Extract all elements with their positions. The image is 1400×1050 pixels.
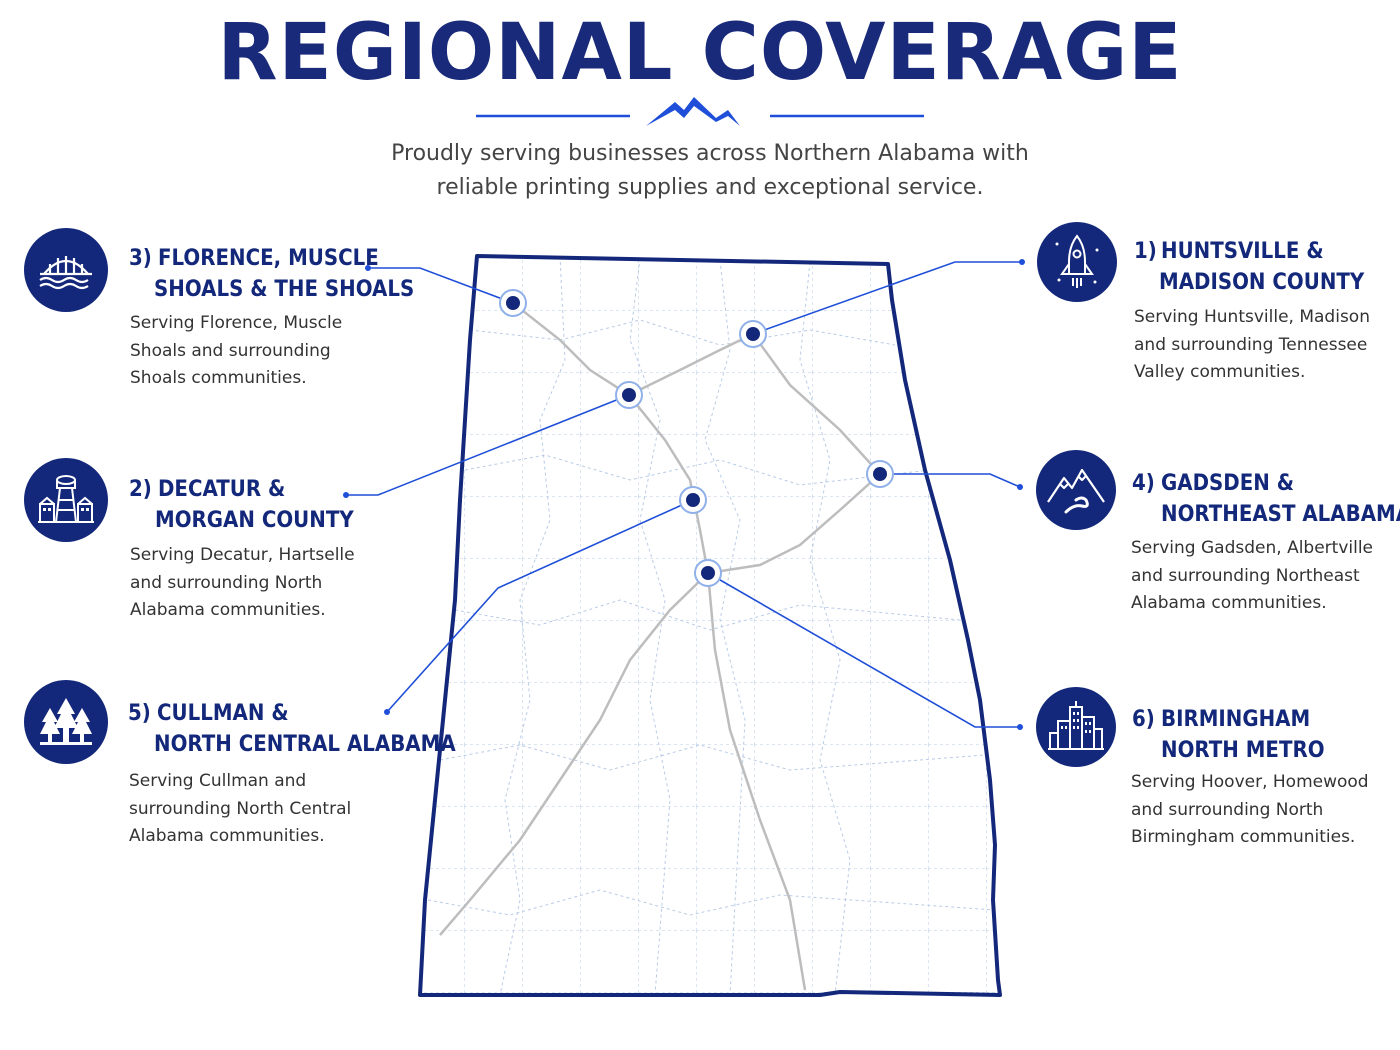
connector-decatur: [346, 394, 630, 496]
connector-huntsville: [752, 261, 1022, 335]
region-description: Serving Florence, Muscle Shoals and surr…: [130, 313, 343, 388]
pine-trees-icon: [40, 698, 92, 745]
region-badge: [24, 458, 108, 542]
region-badge: [24, 228, 108, 312]
region-description: Serving Hoover, Homewood and surrounding…: [1131, 772, 1369, 847]
marker-huntsville: [739, 320, 767, 348]
region-description: Serving Cullman and surrounding North Ce…: [129, 771, 352, 846]
region-number: 5): [128, 701, 151, 726]
region-name-line1: GADSDEN &: [1161, 471, 1294, 496]
connector-birmingham: [707, 572, 1020, 728]
rocket-icon: [1055, 234, 1099, 288]
region-name-line1: HUNTSVILLE &: [1161, 239, 1324, 264]
connector-lines: [346, 261, 1022, 728]
bridge-icon: [39, 256, 92, 290]
marker-florence: [499, 289, 527, 317]
region-badge: [1036, 687, 1116, 767]
state-border: [418, 254, 1002, 997]
region-name-line2: SHOALS & THE SHOALS: [154, 277, 415, 302]
region-name-line2: NORTH CENTRAL ALABAMA: [154, 732, 456, 757]
region-name-line1: DECATUR &: [158, 477, 286, 502]
marker-gadsden: [866, 460, 894, 488]
connector-gadsden: [880, 473, 1021, 488]
region-name-line2: NORTH METRO: [1161, 738, 1325, 763]
region-number: 4): [1132, 471, 1155, 496]
state-interior: [420, 256, 1000, 995]
connector-cullman: [386, 499, 694, 713]
region-name-line2: MADISON COUNTY: [1159, 270, 1365, 295]
region-name-line1: BIRMINGHAM: [1161, 707, 1311, 732]
region-name-line1: FLORENCE, MUSCLE: [158, 246, 379, 271]
connector-florence: [368, 267, 514, 304]
highways: [439, 302, 881, 991]
region-badge: [1036, 450, 1116, 530]
region-number: 2): [129, 477, 152, 502]
region-badge: [24, 680, 108, 764]
region-description: Serving Decatur, Hartselle and surroundi…: [130, 545, 355, 620]
region-number: 1): [1134, 239, 1157, 264]
city-skyline-icon: [1048, 701, 1104, 750]
region-badge: [1037, 222, 1117, 302]
connector-end-dots: [343, 259, 1025, 730]
region-description: Serving Huntsville, Madison and surround…: [1134, 307, 1370, 382]
region-number: 6): [1132, 707, 1155, 732]
mountain-river-icon: [1047, 468, 1105, 514]
region-name-line1: CULLMAN &: [157, 701, 289, 726]
mountain-divider-icon: [476, 97, 924, 126]
marker-cullman: [679, 486, 707, 514]
region-description: Serving Gadsden, Albertville and surroun…: [1131, 538, 1374, 613]
page-title: REGIONAL COVERAGE: [217, 8, 1183, 98]
water-tower-icon: [38, 475, 94, 523]
marker-birmingham: [694, 559, 722, 587]
region-name-line2: NORTHEAST ALABAMA: [1161, 502, 1400, 527]
region-name-line2: MORGAN COUNTY: [155, 508, 354, 533]
marker-decatur: [615, 381, 643, 409]
region-number: 3): [129, 246, 152, 271]
page-subtitle: Proudly serving businesses across Northe…: [391, 141, 1029, 200]
